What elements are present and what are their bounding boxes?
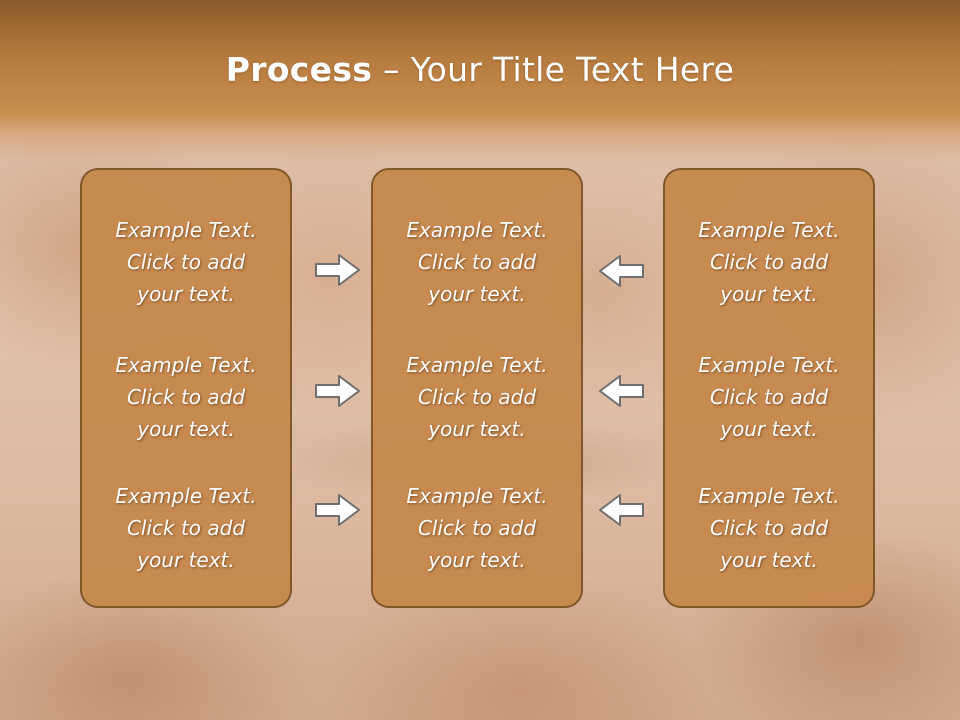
text-line: Click to add xyxy=(126,516,246,540)
title-bold-part: Process xyxy=(225,50,373,89)
text-placeholder[interactable]: Example Text. Click to add your text. xyxy=(82,214,290,310)
text-line: Example Text. xyxy=(698,484,840,508)
text-line: Click to add xyxy=(126,385,246,409)
text-placeholder[interactable]: Example Text. Click to add your text. xyxy=(373,349,581,445)
text-line: your text. xyxy=(720,282,818,306)
text-line: Example Text. xyxy=(115,353,257,377)
text-line: your text. xyxy=(428,548,526,572)
text-line: Example Text. xyxy=(406,484,548,508)
text-line: Example Text. xyxy=(698,353,840,377)
text-line: Click to add xyxy=(417,516,537,540)
text-line: your text. xyxy=(428,417,526,441)
text-line: Click to add xyxy=(709,385,829,409)
slide-title[interactable]: Process – Your Title Text Here xyxy=(0,50,960,89)
text-line: your text. xyxy=(720,417,818,441)
text-line: Click to add xyxy=(417,250,537,274)
text-line: your text. xyxy=(428,282,526,306)
arrow-right-icon[interactable] xyxy=(313,250,363,290)
arrow-right-icon[interactable] xyxy=(313,490,363,530)
arrow-right-icon[interactable] xyxy=(313,371,363,411)
text-placeholder[interactable]: Example Text. Click to add your text. xyxy=(82,480,290,576)
text-line: Example Text. xyxy=(406,353,548,377)
process-box-left[interactable]: Example Text. Click to add your text. Ex… xyxy=(80,168,292,608)
title-band xyxy=(0,0,960,160)
text-line: Click to add xyxy=(709,250,829,274)
text-line: Example Text. xyxy=(115,484,257,508)
text-placeholder[interactable]: Example Text. Click to add your text. xyxy=(82,349,290,445)
text-line: your text. xyxy=(137,417,235,441)
title-rest-part: – Your Title Text Here xyxy=(372,50,735,89)
text-line: Example Text. xyxy=(406,218,548,242)
process-box-right[interactable]: Example Text. Click to add your text. Ex… xyxy=(663,168,875,608)
text-placeholder[interactable]: Example Text. Click to add your text. xyxy=(665,349,873,445)
text-line: Example Text. xyxy=(115,218,257,242)
text-line: your text. xyxy=(720,548,818,572)
text-line: your text. xyxy=(137,548,235,572)
text-placeholder[interactable]: Example Text. Click to add your text. xyxy=(373,214,581,310)
text-placeholder[interactable]: Example Text. Click to add your text. xyxy=(373,480,581,576)
text-line: Click to add xyxy=(417,385,537,409)
text-line: Click to add xyxy=(126,250,246,274)
arrow-left-icon[interactable] xyxy=(596,251,646,291)
process-box-center[interactable]: Example Text. Click to add your text. Ex… xyxy=(371,168,583,608)
arrow-left-icon[interactable] xyxy=(596,490,646,530)
text-placeholder[interactable]: Example Text. Click to add your text. xyxy=(665,480,873,576)
text-line: Click to add xyxy=(709,516,829,540)
arrow-left-icon[interactable] xyxy=(596,371,646,411)
text-line: your text. xyxy=(137,282,235,306)
text-line: Example Text. xyxy=(698,218,840,242)
text-placeholder[interactable]: Example Text. Click to add your text. xyxy=(665,214,873,310)
